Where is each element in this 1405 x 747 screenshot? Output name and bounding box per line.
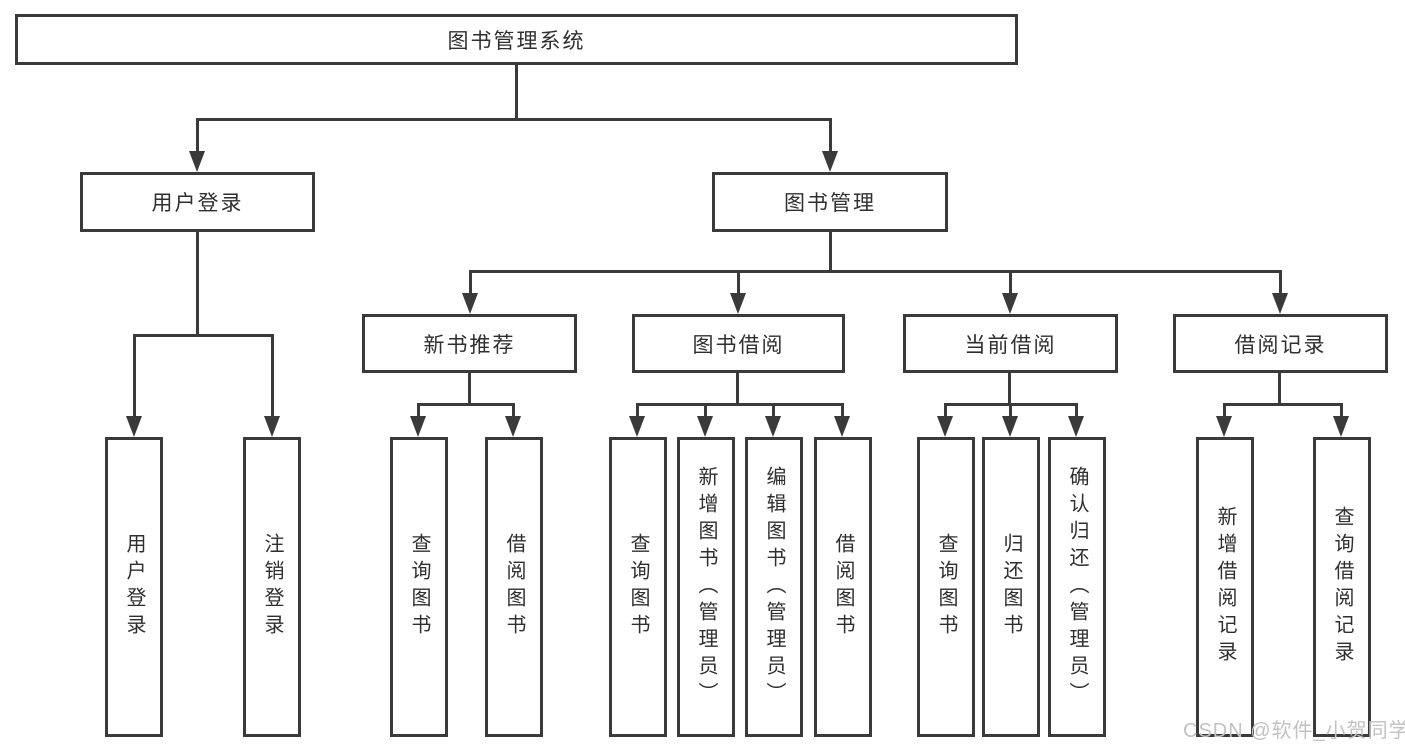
leaf-user-login-label: 用户登录 <box>123 533 145 641</box>
edge-drop-current-confirm <box>1075 403 1078 418</box>
leaf-newbook-query-label: 查询图书 <box>408 533 430 641</box>
leaf-borrow-edit-label: 编辑图书（管理员） <box>763 465 785 709</box>
arrowhead-book-borrow <box>730 293 746 314</box>
leaf-record-add: 新增借阅记录 <box>1196 437 1254 737</box>
edge-drop-current-borrow <box>1009 270 1012 296</box>
leaf-logout: 注销登录 <box>243 437 301 737</box>
arrowhead-borrow-borrow <box>834 416 850 437</box>
edge-drop-borrow-query <box>636 403 639 418</box>
node-root: 图书管理系统 <box>15 14 1018 65</box>
arrowhead-borrow-query <box>629 416 645 437</box>
node-borrow-record-label: 借阅记录 <box>1234 333 1327 357</box>
edge-drop-borrow-edit <box>772 403 775 418</box>
leaf-current-return-label: 归还图书 <box>1000 533 1022 641</box>
arrowhead-borrow-edit <box>765 416 781 437</box>
edge-mgmt-stub <box>829 232 832 273</box>
arrowhead-current-borrow <box>1002 293 1018 314</box>
leaf-user-login: 用户登录 <box>105 437 163 737</box>
leaf-current-query-label: 查询图书 <box>935 533 957 641</box>
node-new-book-recommend-label: 新书推荐 <box>423 333 516 357</box>
arrowhead-borrow-record <box>1272 293 1288 314</box>
edge-drop-book-management <box>829 118 832 154</box>
leaf-logout-label: 注销登录 <box>261 533 283 641</box>
node-current-borrow-label: 当前借阅 <box>964 333 1057 357</box>
node-user-login-label: 用户登录 <box>151 192 244 215</box>
arrowhead-book-management <box>822 151 838 172</box>
leaf-borrow-edit: 编辑图书（管理员） <box>745 437 803 737</box>
node-book-borrow: 图书借阅 <box>632 314 845 373</box>
node-current-borrow: 当前借阅 <box>903 314 1118 373</box>
leaf-record-query-label: 查询借阅记录 <box>1331 506 1353 668</box>
edge-drop-leaf-logout <box>271 334 274 418</box>
edge-record-hbar <box>1223 403 1342 406</box>
leaf-current-query: 查询图书 <box>917 437 975 737</box>
edge-drop-new-book <box>469 270 472 296</box>
edge-current-stub <box>1008 372 1011 406</box>
edge-newbook-stub <box>468 372 471 406</box>
node-root-label: 图书管理系统 <box>447 29 586 53</box>
edge-drop-current-query <box>944 403 947 418</box>
edge-drop-current-return <box>1009 403 1012 418</box>
node-new-book-recommend: 新书推荐 <box>362 314 577 373</box>
leaf-record-query: 查询借阅记录 <box>1313 437 1371 737</box>
arrowhead-new-book <box>462 293 478 314</box>
leaf-borrow-query: 查询图书 <box>609 437 667 737</box>
csdn-watermark: CSDN @软件_小贺同学 <box>1183 720 1405 742</box>
arrowhead-user-login <box>189 151 205 172</box>
leaf-current-confirm-label: 确认归还（管理员） <box>1066 465 1088 709</box>
leaf-newbook-borrow-label: 借阅图书 <box>503 533 525 641</box>
leaf-current-return: 归还图书 <box>982 437 1040 737</box>
arrowhead-newbook-query <box>410 416 426 437</box>
leaf-newbook-borrow: 借阅图书 <box>485 437 543 737</box>
arrowhead-leaf-user-login <box>126 416 142 437</box>
leaf-borrow-query-label: 查询图书 <box>627 533 649 641</box>
arrowhead-newbook-borrow <box>505 416 521 437</box>
leaf-borrow-borrow-label: 借阅图书 <box>832 533 854 641</box>
edge-drop-borrow-record <box>1279 270 1282 296</box>
node-book-management: 图书管理 <box>712 172 948 232</box>
edge-drop-newbook-query <box>417 403 420 418</box>
edge-newbook-hbar <box>417 403 515 406</box>
arrowhead-record-query <box>1333 416 1349 437</box>
leaf-borrow-borrow: 借阅图书 <box>814 437 872 737</box>
arrowhead-borrow-add <box>697 416 713 437</box>
arrowhead-leaf-logout <box>264 416 280 437</box>
edge-mgmt-hbar <box>469 270 1282 273</box>
edge-borrow-stub <box>736 372 739 406</box>
leaf-borrow-add-label: 新增图书（管理员） <box>695 465 717 709</box>
node-user-login: 用户登录 <box>80 172 315 232</box>
arrowhead-current-confirm <box>1068 416 1084 437</box>
leaf-borrow-add: 新增图书（管理员） <box>677 437 735 737</box>
edge-drop-newbook-borrow <box>512 403 515 418</box>
edge-drop-record-query <box>1340 403 1343 418</box>
arrowhead-current-return <box>1002 416 1018 437</box>
edge-root-stub <box>515 64 518 119</box>
edge-record-stub <box>1278 372 1281 406</box>
node-book-management-label: 图书管理 <box>784 192 876 215</box>
leaf-current-confirm: 确认归还（管理员） <box>1048 437 1106 737</box>
arrowhead-record-add <box>1216 416 1232 437</box>
edge-drop-leaf-user-login <box>133 334 136 418</box>
edge-drop-borrow-add <box>704 403 707 418</box>
edge-drop-user-login <box>196 118 199 154</box>
edge-borrow-hbar <box>636 403 844 406</box>
edge-user-hbar <box>133 334 274 337</box>
edge-drop-record-add <box>1223 403 1226 418</box>
leaf-newbook-query: 查询图书 <box>390 437 448 737</box>
node-borrow-record: 借阅记录 <box>1173 314 1388 373</box>
edge-drop-borrow-borrow <box>841 403 844 418</box>
leaf-record-add-label: 新增借阅记录 <box>1214 506 1236 668</box>
edge-drop-book-borrow <box>737 270 740 296</box>
arrowhead-current-query <box>937 416 953 437</box>
edge-user-stub <box>196 232 199 337</box>
node-book-borrow-label: 图书借阅 <box>692 333 785 357</box>
edge-root-hbar <box>196 118 832 121</box>
